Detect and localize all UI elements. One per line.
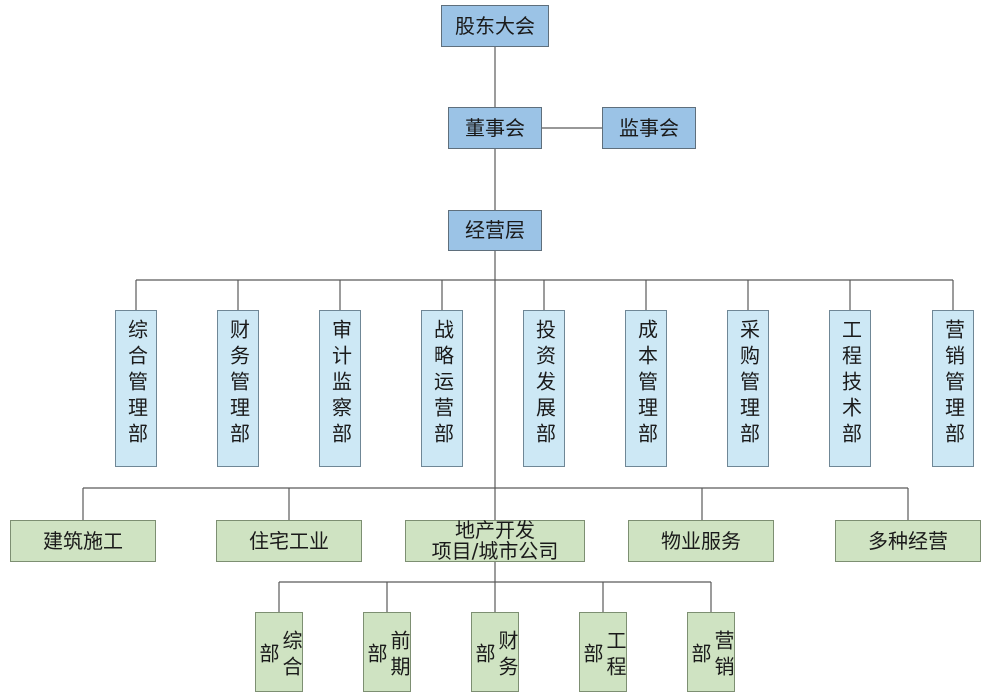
node-subdept-finance: 财务部 [471, 612, 519, 692]
node-dept-procurement-management: 采购管理部 [727, 310, 769, 467]
node-label: 综合管理部 [124, 319, 149, 449]
node-business-real-estate: 地产开发 项目/城市公司 [405, 520, 585, 562]
node-label: 营销部 [688, 630, 735, 682]
node-shareholders-meeting: 股东大会 [441, 5, 549, 47]
node-dept-general-management: 综合管理部 [115, 310, 157, 467]
node-label: 建筑施工 [43, 528, 123, 553]
node-label: 综合部 [256, 630, 303, 682]
node-label: 采购管理部 [736, 319, 761, 449]
node-business-property-services: 物业服务 [628, 520, 774, 562]
node-label: 前期部 [364, 630, 411, 682]
node-dept-cost-management: 成本管理部 [625, 310, 667, 467]
node-label: 股东大会 [455, 13, 535, 38]
node-label: 董事会 [465, 115, 525, 140]
node-dept-finance-management: 财务管理部 [217, 310, 259, 467]
node-dept-engineering-technology: 工程技术部 [829, 310, 871, 467]
node-dept-audit-supervision: 审计监察部 [319, 310, 361, 467]
node-label: 营销管理部 [941, 319, 966, 449]
node-label: 财务管理部 [226, 319, 251, 449]
node-board-of-directors: 董事会 [448, 107, 542, 149]
node-subdept-preliminary: 前期部 [363, 612, 411, 692]
node-business-construction: 建筑施工 [10, 520, 156, 562]
node-label: 监事会 [619, 115, 679, 140]
node-label: 成本管理部 [634, 319, 659, 449]
node-dept-strategy-operations: 战略运营部 [421, 310, 463, 467]
node-subdept-general: 综合部 [255, 612, 303, 692]
node-subdept-marketing: 营销部 [687, 612, 735, 692]
node-label: 审计监察部 [328, 319, 353, 449]
node-label: 工程部 [580, 630, 627, 682]
node-label: 住宅工业 [249, 528, 329, 553]
node-business-diversified: 多种经营 [835, 520, 981, 562]
node-label: 战略运营部 [430, 319, 455, 449]
node-supervisory-board: 监事会 [602, 107, 696, 149]
node-management: 经营层 [448, 210, 542, 251]
node-dept-marketing-management: 营销管理部 [932, 310, 974, 467]
node-label: 投资发展部 [532, 319, 557, 449]
node-label: 工程技术部 [838, 319, 863, 449]
node-label: 经营层 [465, 218, 525, 242]
node-business-residential-industry: 住宅工业 [216, 520, 362, 562]
node-label: 物业服务 [661, 528, 741, 553]
node-label: 地产开发 项目/城市公司 [431, 518, 559, 563]
node-subdept-engineering: 工程部 [579, 612, 627, 692]
node-label: 财务部 [472, 630, 519, 682]
node-label: 多种经营 [868, 528, 948, 553]
node-dept-investment-development: 投资发展部 [523, 310, 565, 467]
